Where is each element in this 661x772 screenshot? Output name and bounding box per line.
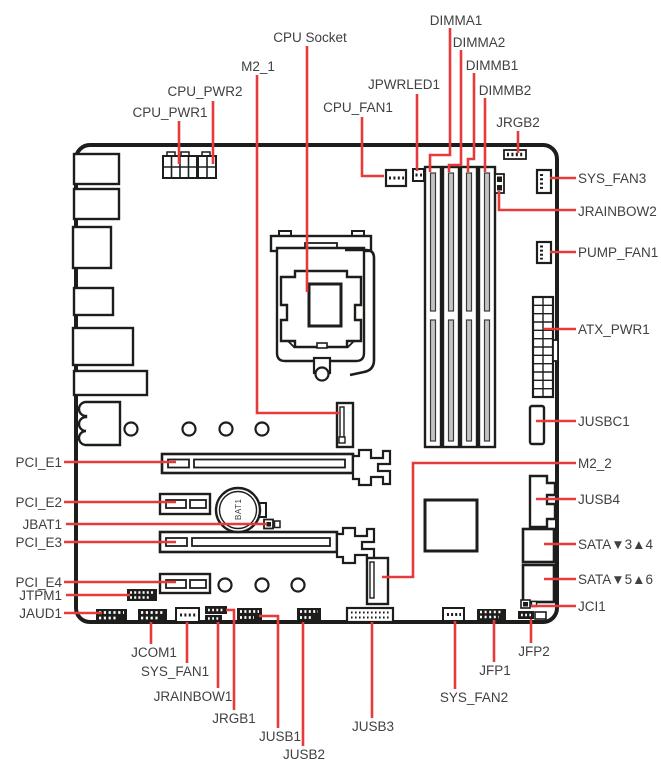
label-dimma1: DIMMA1 — [430, 13, 483, 28]
label-dimmb2: DIMMB2 — [479, 83, 532, 98]
label-sys-fan1: SYS_FAN1 — [141, 664, 209, 679]
label-m2-1: M2_1 — [241, 59, 275, 74]
label-cpu-pwr2: CPU_PWR2 — [167, 84, 242, 99]
label-jrainbow2: JRAINBOW2 — [578, 204, 657, 219]
cpu-socket-drawing — [269, 230, 376, 382]
jtpm1-header — [127, 589, 157, 601]
label-pci-e2: PCI_E2 — [15, 495, 62, 510]
label-jpwrled1: JPWRLED1 — [368, 77, 440, 92]
label-sys-fan2: SYS_FAN2 — [440, 690, 508, 705]
pcie-latch — [351, 448, 392, 487]
leader-dimma1 — [428, 28, 452, 172]
leader-dimma2 — [447, 50, 463, 172]
chipset-outline — [423, 498, 479, 553]
label-pump-fan1: PUMP_FAN1 — [578, 245, 658, 260]
label-jaud1: JAUD1 — [19, 606, 62, 621]
jusb3-header — [345, 606, 395, 624]
label-jrgb1: JRGB1 — [212, 711, 256, 726]
bottom-headers — [96, 589, 547, 624]
label-jfp2: JFP2 — [518, 644, 550, 659]
label-sys-fan3: SYS_FAN3 — [578, 171, 646, 186]
label-cpu-fan1: CPU_FAN1 — [323, 100, 393, 115]
jusb1-header — [237, 608, 262, 622]
jfp1-header — [477, 609, 506, 620]
pcie-slots — [158, 448, 392, 595]
jrgb1-header — [205, 606, 227, 614]
m2-slots — [335, 401, 390, 606]
sys-fan2-connector — [442, 607, 465, 622]
leader-cpu-fan1 — [360, 117, 384, 178]
label-sata56: SATA▼5▲6 — [578, 572, 653, 587]
leader-jrainbow2 — [497, 191, 576, 212]
label-jusbc1: JUSBC1 — [578, 414, 630, 429]
mounting-hole — [217, 577, 233, 593]
rear-io-ports — [71, 152, 149, 447]
leader-m2-2 — [382, 461, 576, 579]
sys-fan1-connector — [175, 607, 200, 623]
socket-lever — [345, 248, 376, 377]
mounting-holes — [123, 421, 306, 593]
label-dimmb1: DIMMB1 — [466, 58, 519, 73]
jpwrled1-connector — [412, 168, 425, 182]
label-pci-e4: PCI_E4 — [15, 575, 62, 590]
label-m2-2: M2_2 — [578, 456, 612, 471]
power-connectors — [162, 151, 559, 399]
label-jusb4: JUSB4 — [578, 492, 621, 507]
sata-5-6-connector — [521, 563, 556, 604]
label-jusb3: JUSB3 — [352, 719, 394, 734]
label-jtpm1: JTPM1 — [19, 588, 62, 603]
label-jbat1: JBAT1 — [22, 517, 62, 532]
label-cpu-pwr1: CPU_PWR1 — [132, 105, 207, 120]
pump-fan1-connector — [535, 240, 553, 265]
sata-3-4-connector — [521, 527, 556, 564]
leader-lines — [64, 28, 576, 746]
battery-label: BAT1 — [234, 499, 243, 520]
dimm-slots — [423, 165, 497, 449]
pcie-latch — [335, 526, 376, 565]
label-jci1: JCI1 — [578, 599, 606, 614]
label-jrgb2: JRGB2 — [496, 115, 540, 130]
label-atx-pwr1: ATX_PWR1 — [578, 322, 650, 337]
labels: CPU Socket M2_1 DIMMA1 DIMMA2 DIMMB1 DIM… — [15, 13, 658, 762]
label-jcom1: JCOM1 — [131, 645, 177, 660]
label-sata34: SATA▼3▲4 — [578, 537, 653, 552]
socket-center — [307, 282, 343, 328]
label-jrainbow1: JRAINBOW1 — [154, 689, 233, 704]
mounting-hole — [218, 421, 234, 437]
label-jusb1: JUSB1 — [259, 729, 301, 744]
leader-dimmb1 — [466, 73, 476, 172]
mounting-hole — [254, 421, 270, 437]
cpu-fan1-connector — [384, 168, 408, 188]
mounting-hole — [290, 577, 306, 593]
io-port — [72, 286, 115, 317]
mounting-hole — [123, 421, 139, 437]
audio-jacks-port — [77, 400, 122, 447]
leader-jrgb1 — [226, 608, 236, 710]
leader-m2-1 — [255, 75, 340, 415]
label-pci-e1: PCI_E1 — [15, 455, 62, 470]
leader-jusb1 — [259, 614, 280, 728]
jcom1-header — [138, 609, 167, 622]
mounting-hole — [254, 577, 270, 593]
io-port — [72, 152, 121, 186]
io-port — [72, 187, 121, 221]
label-pci-e3: PCI_E3 — [15, 535, 62, 550]
io-port — [71, 326, 135, 367]
label-jusb2: JUSB2 — [283, 747, 325, 762]
jaud1-header — [96, 609, 127, 622]
label-cpu-socket: CPU Socket — [273, 30, 347, 45]
label-dimma2: DIMMA2 — [453, 35, 506, 50]
jusbc1-connector — [528, 404, 546, 446]
mounting-hole — [181, 421, 197, 437]
io-port — [71, 225, 113, 270]
jrgb2-connector — [503, 149, 527, 160]
label-jfp1: JFP1 — [479, 663, 511, 678]
io-port — [72, 369, 149, 397]
sys-fan3-connector — [535, 168, 553, 195]
battery-and-chipset: BAT1 — [214, 486, 479, 553]
jusb4-connector — [528, 474, 557, 529]
small-connectors — [384, 149, 557, 609]
